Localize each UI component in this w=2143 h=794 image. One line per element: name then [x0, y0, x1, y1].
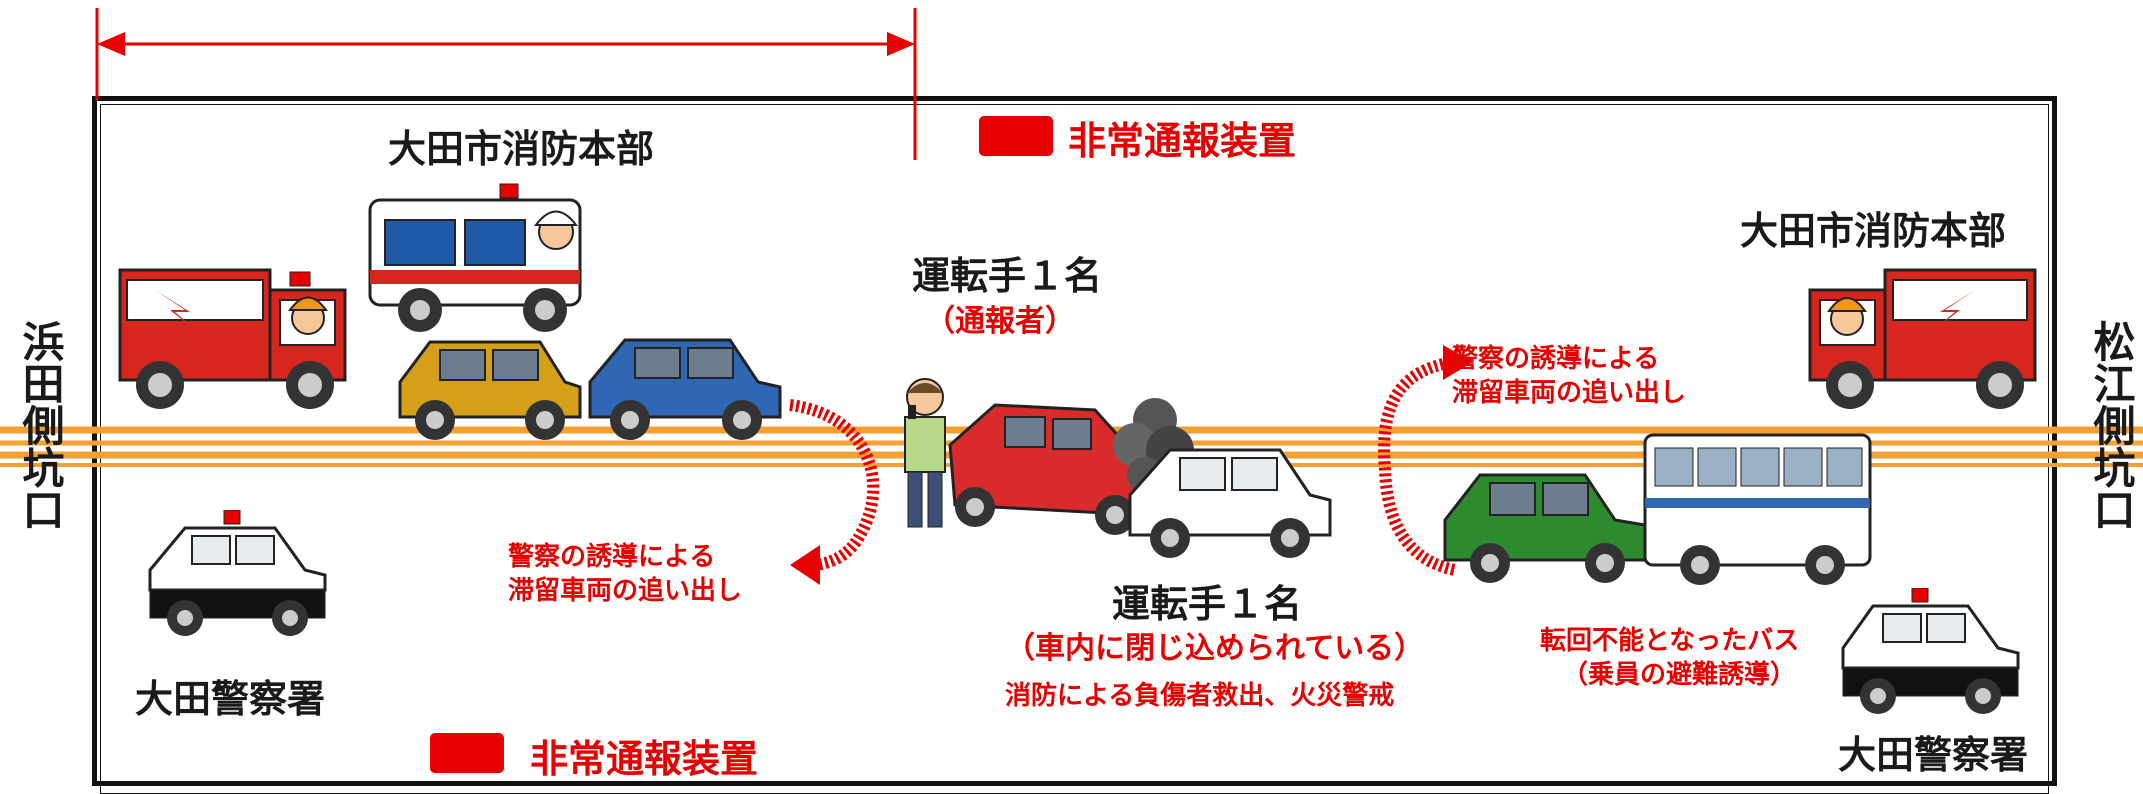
fire-truck-right-icon	[1808, 268, 2037, 409]
guidance-arrow-right	[1378, 345, 1473, 576]
left-portal-label: 浜田側坑口	[16, 320, 65, 530]
white-car-icon	[1128, 448, 1332, 558]
guidance-left-line2: 滞留車両の追い出し	[508, 576, 743, 606]
reporter-person-icon	[904, 378, 946, 528]
emergency-device-bottom-marker	[430, 733, 504, 773]
fire-dept-left-label: 大田市消防本部	[388, 127, 655, 171]
emergency-device-top-marker	[979, 116, 1053, 156]
driver-reporter-line2: （通報者）	[925, 304, 1075, 339]
guidance-left-line1: 警察の誘導による	[508, 542, 716, 572]
ambulance-icon	[368, 183, 582, 332]
rescue-note: 消防による負傷者救出、火災警戒	[1005, 681, 1395, 711]
green-car-icon	[1443, 473, 1647, 583]
distance-arrow	[95, 8, 917, 160]
blue-car-icon	[588, 338, 782, 440]
bus-icon	[1643, 433, 1872, 585]
police-car-left-icon	[148, 510, 327, 636]
emergency-device-top-label: 非常通報装置	[1068, 119, 1297, 163]
driver-reporter-line1: 運転手１名	[912, 254, 1103, 298]
guidance-arrow-left	[789, 399, 880, 585]
fire-dept-right-label: 大田市消防本部	[1740, 209, 2007, 253]
bus-note-line1: 転回不能となったバス	[1540, 626, 1800, 656]
right-portal-label: 松江側坑口	[2087, 320, 2136, 530]
driver-trapped-line1: 運転手１名	[1112, 582, 1303, 626]
bus-note-line2: （乗員の避難誘導）	[1562, 660, 1797, 690]
guidance-right-line2: 滞留車両の追い出し	[1452, 378, 1687, 408]
guidance-right-line1: 警察の誘導による	[1452, 344, 1660, 374]
driver-trapped-line2: （車内に閉じ込められている）	[1005, 631, 1425, 666]
emergency-device-bottom-label: 非常通報装置	[530, 737, 759, 781]
police-right-label: 大田警察署	[1838, 733, 2029, 777]
police-car-right-icon	[1841, 588, 2020, 714]
yellow-car-icon	[398, 340, 582, 440]
police-left-label: 大田警察署	[135, 677, 326, 721]
fire-truck-left-icon	[118, 268, 347, 409]
